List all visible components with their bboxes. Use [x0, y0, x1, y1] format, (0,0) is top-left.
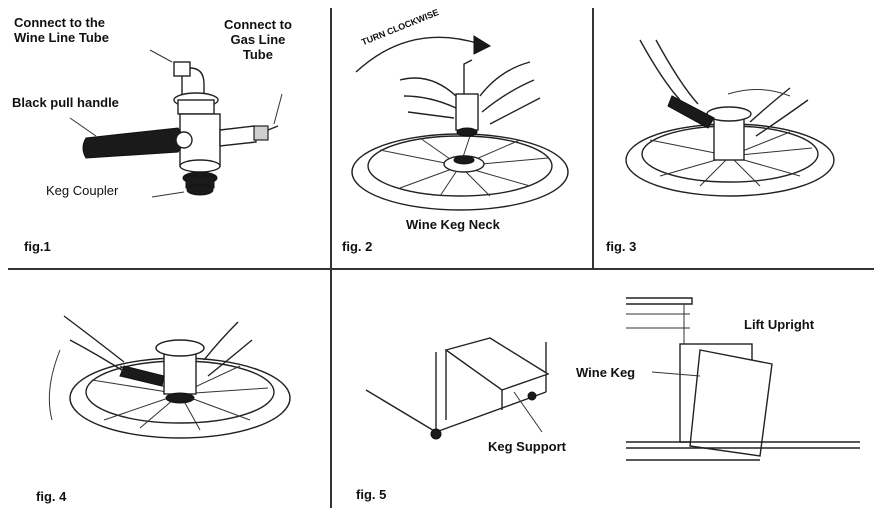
caption-fig4: fig. 4	[36, 489, 67, 504]
callout-keg-coupler: Keg Coupler	[46, 183, 119, 198]
caption-fig3: fig. 3	[606, 239, 637, 254]
fig5-illustration	[365, 297, 860, 461]
callout-gas-line-tube: Connect to Gas Line Tube	[224, 17, 292, 62]
fig2-illustration	[351, 35, 569, 211]
callout-wine-keg-neck: Wine Keg Neck	[406, 217, 500, 232]
caption-fig1: fig.1	[24, 239, 51, 254]
callout-wine-keg: Wine Keg	[576, 365, 636, 380]
callout-black-pull-handle: Black pull handle	[12, 95, 119, 110]
horizontal-divider	[8, 268, 874, 270]
callout-keg-support: Keg Support	[488, 439, 566, 454]
fig3-illustration	[625, 39, 835, 197]
callout-lift-upright: Lift Upright	[744, 317, 815, 332]
fig4-illustration	[48, 315, 291, 439]
vertical-divider-2	[592, 8, 594, 268]
caption-fig2: fig. 2	[342, 239, 373, 254]
callout-wine-line-tube: Connect to the Wine Line Tube	[14, 15, 109, 45]
keg-coupler-illustration	[69, 49, 283, 198]
vertical-divider-1	[330, 8, 332, 508]
caption-fig5: fig. 5	[356, 487, 387, 502]
